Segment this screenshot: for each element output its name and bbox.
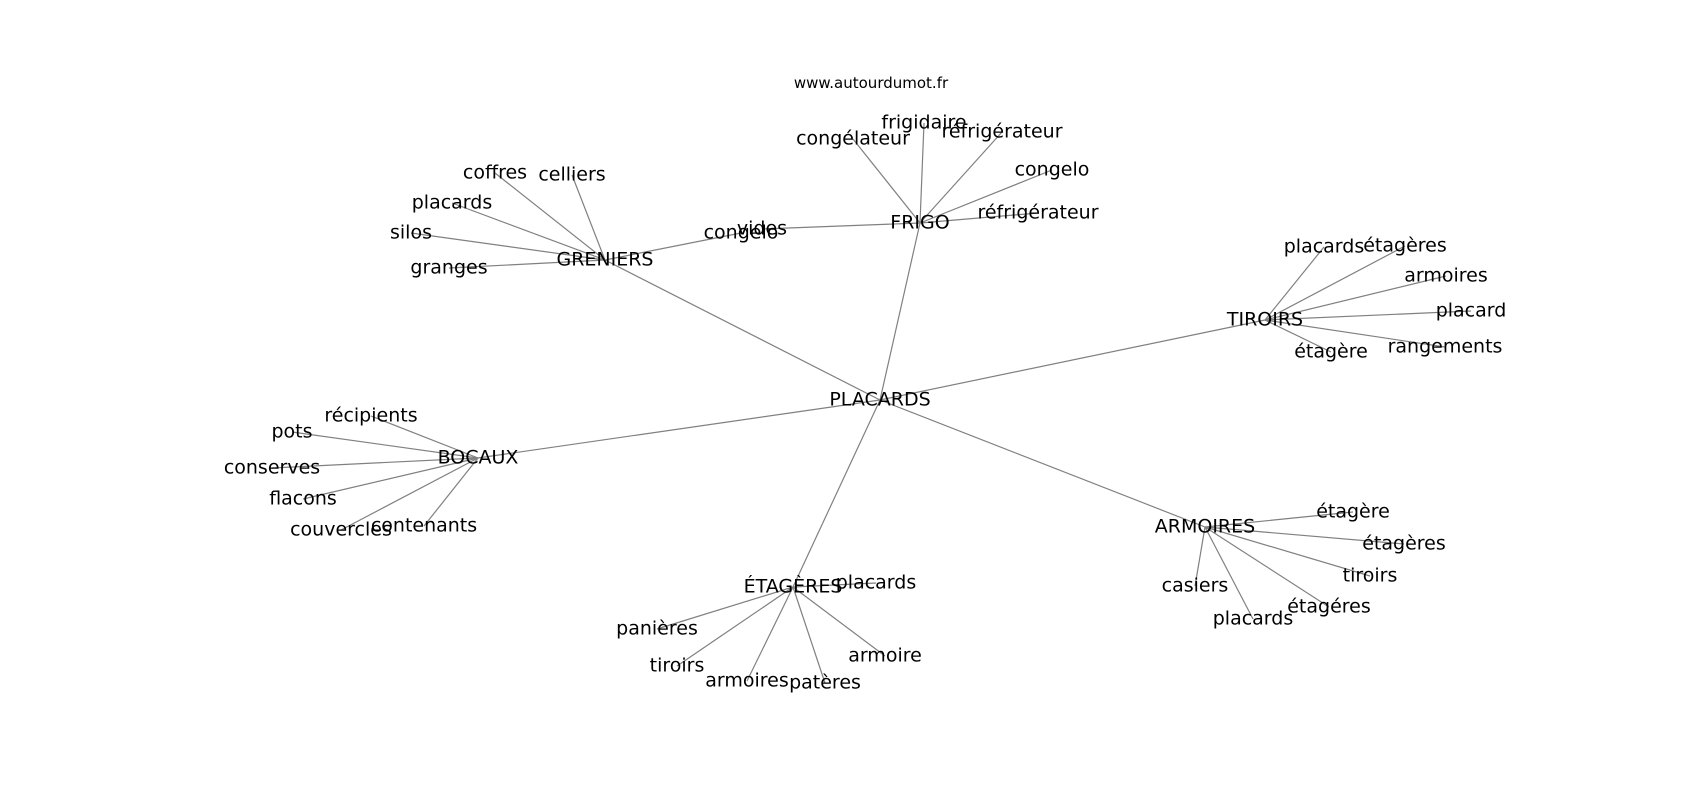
edge-greniers-leaf-4 [448, 259, 606, 269]
branch-node-etageres[interactable]: ÉTAGÈRES [744, 575, 843, 598]
leaf-node-frigo-0[interactable]: congélateur [796, 128, 910, 150]
leaf-node-armoires-1[interactable]: étagères [1362, 533, 1446, 555]
edge-bocaux-leaf-1 [291, 431, 479, 459]
edge-etageres-leaf-2 [676, 586, 794, 667]
edge-bocaux-leaf-3 [302, 457, 479, 500]
leaf-node-etageres-4[interactable]: patères [789, 672, 861, 694]
branch-node-greniers[interactable]: GRENIERS [556, 249, 653, 271]
edge-bocaux-leaf-5 [423, 457, 479, 527]
edge-center-bocaux [477, 399, 881, 459]
leaf-node-frigo-3[interactable]: congelo [1015, 159, 1090, 181]
leaf-node-bocaux-0[interactable]: récipients [324, 405, 417, 427]
edge-tiroirs-leaf-1 [1264, 245, 1406, 321]
edge-tiroirs-leaf-5 [1264, 319, 1332, 353]
leaf-node-frigo-4[interactable]: réfrigérateur [977, 202, 1098, 224]
labels-layer: www.autourdumot.fr PLACARDS GRENIERS coffr… [224, 74, 1506, 694]
leaf-node-bocaux-5[interactable]: contenants [371, 515, 477, 537]
edge-frigo-leaf-0 [852, 138, 921, 224]
edges-layer [271, 122, 1472, 684]
edge-frigo-leaf-3 [919, 169, 1053, 224]
edge-frigo-leaf-5 [761, 222, 921, 230]
leaf-node-armoires-2[interactable]: tiroirs [1343, 565, 1398, 587]
edge-greniers-leaf-3 [410, 232, 606, 261]
leaf-node-etageres-3[interactable]: armoires [705, 670, 789, 692]
leaf-node-tiroirs-1[interactable]: étagères [1363, 235, 1447, 257]
edge-center-armoires [879, 399, 1206, 528]
center-node[interactable]: PLACARDS [829, 389, 930, 411]
edge-frigo-leaf-1 [919, 122, 925, 224]
edge-armoires-leaf-0 [1204, 511, 1354, 528]
edge-tiroirs-leaf-3 [1264, 310, 1472, 321]
leaf-node-tiroirs-4[interactable]: rangements [1388, 336, 1503, 358]
leaf-node-bocaux-3[interactable]: flacons [269, 488, 337, 510]
edge-bocaux-leaf-4 [340, 457, 479, 531]
leaf-node-greniers-0[interactable]: coffres [463, 162, 527, 184]
edge-armoires-leaf-5 [1194, 526, 1206, 587]
branch-node-tiroirs[interactable]: TIROIRS [1226, 309, 1303, 331]
edge-etageres-leaf-4 [792, 586, 826, 684]
leaf-node-armoires-3[interactable]: étagéres [1287, 596, 1371, 618]
leaf-node-greniers-1[interactable]: celliers [538, 164, 605, 186]
edge-frigo-leaf-2 [919, 131, 1003, 224]
edge-armoires-leaf-4 [1204, 526, 1254, 620]
leaf-node-armoires-0[interactable]: étagère [1316, 501, 1390, 523]
edge-etageres-leaf-5 [792, 586, 886, 657]
leaf-node-bocaux-1[interactable]: pots [271, 421, 312, 443]
branch-node-frigo[interactable]: FRIGO [890, 212, 949, 234]
branch-node-armoires[interactable]: ARMOIRES [1155, 516, 1255, 538]
edge-greniers-leaf-5 [604, 232, 742, 261]
leaf-node-etageres-1[interactable]: panières [616, 618, 698, 640]
leaf-node-tiroirs-2[interactable]: armoires [1404, 265, 1488, 287]
leaf-node-bocaux-4[interactable]: couvercles [290, 519, 392, 541]
leaf-node-etageres-2[interactable]: tiroirs [650, 655, 705, 677]
leaf-node-armoires-4[interactable]: placards [1213, 608, 1294, 630]
edge-center-etageres [792, 399, 881, 588]
edge-center-greniers [604, 259, 881, 401]
edge-center-tiroirs [879, 319, 1266, 401]
leaf-node-etageres-0[interactable]: placards [836, 572, 917, 594]
leaf-node-etageres-5[interactable]: armoire [848, 645, 922, 667]
edge-etageres-leaf-1 [656, 586, 794, 630]
edge-greniers-leaf-1 [571, 174, 606, 261]
leaf-node-armoires-5[interactable]: casiers [1162, 575, 1229, 597]
leaf-node-tiroirs-0[interactable]: placards [1284, 236, 1365, 258]
leaf-node-tiroirs-5[interactable]: étagère [1294, 341, 1368, 363]
edge-center-frigo [879, 222, 921, 401]
source-text[interactable]: www.autourdumot.fr [794, 74, 949, 92]
leaf-node-frigo-2[interactable]: réfrigérateur [941, 121, 1062, 143]
leaf-node-tiroirs-3[interactable]: placard [1436, 300, 1507, 322]
edge-etageres-leaf-3 [746, 586, 794, 682]
leaf-node-frigo-5[interactable]: vides [737, 218, 787, 240]
edge-armoires-leaf-3 [1204, 526, 1330, 608]
edge-greniers-leaf-2 [451, 202, 606, 261]
edge-tiroirs-leaf-0 [1264, 246, 1325, 321]
edge-bocaux-leaf-0 [370, 415, 479, 459]
leaf-node-bocaux-2[interactable]: conserves [224, 457, 320, 479]
leaf-node-greniers-5[interactable]: congelo [704, 222, 779, 244]
edge-armoires-leaf-1 [1204, 526, 1405, 545]
leaf-node-greniers-2[interactable]: placards [412, 192, 493, 214]
edge-greniers-leaf-0 [494, 172, 606, 261]
leaf-node-greniers-3[interactable]: silos [390, 222, 432, 244]
leaf-node-greniers-4[interactable]: granges [410, 257, 487, 279]
edge-bocaux-leaf-2 [271, 457, 479, 469]
edge-tiroirs-leaf-4 [1264, 319, 1446, 348]
edge-etageres-leaf-0 [792, 582, 877, 588]
edge-tiroirs-leaf-2 [1264, 275, 1447, 321]
branch-node-bocaux[interactable]: BOCAUX [438, 447, 519, 469]
leaf-node-frigo-1[interactable]: frigidaire [881, 112, 966, 134]
edge-armoires-leaf-2 [1204, 526, 1371, 577]
edge-frigo-leaf-4 [919, 212, 1039, 224]
